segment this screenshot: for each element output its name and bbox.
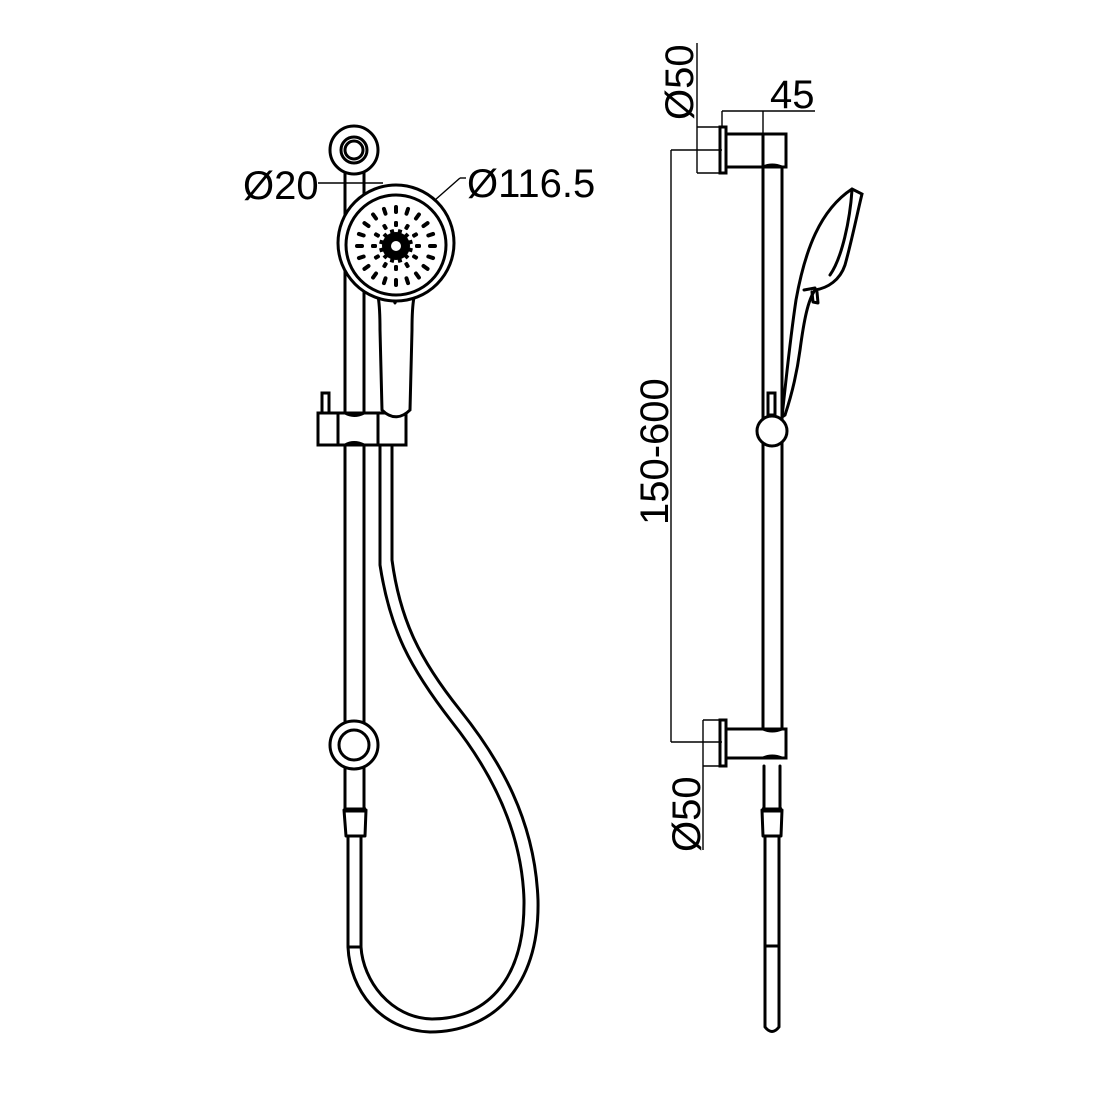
label-head-diameter: Ø116.5 bbox=[467, 162, 595, 206]
hose-connector bbox=[342, 766, 368, 838]
label-projection: 45 bbox=[770, 73, 815, 117]
dimension-top-bracket-diameter: Ø50 bbox=[658, 43, 722, 174]
label-bracket-spacing: 150-600 bbox=[633, 378, 677, 525]
bottom-wall-bracket bbox=[328, 719, 380, 771]
dimension-rail-diameter: Ø20 bbox=[243, 164, 383, 208]
slider bbox=[316, 391, 408, 447]
side-bottom-bracket bbox=[718, 718, 788, 768]
dimension-bracket-spacing: 150-600 bbox=[633, 149, 722, 743]
front-view: Ø20 Ø116.5 bbox=[243, 124, 595, 1034]
top-wall-bracket bbox=[328, 124, 380, 176]
side-hand-shower bbox=[780, 187, 864, 421]
spray-nozzles bbox=[355, 205, 437, 287]
shower-hose bbox=[346, 443, 540, 1034]
side-view: Ø50 45 150-600 Ø50 bbox=[633, 43, 864, 1033]
hand-shower-head bbox=[336, 183, 456, 303]
label-rail-diameter: Ø20 bbox=[243, 164, 319, 208]
dimension-bottom-bracket-diameter: Ø50 bbox=[665, 719, 722, 852]
side-rail bbox=[760, 166, 784, 1033]
side-top-bracket bbox=[718, 125, 788, 175]
side-slider-knob bbox=[755, 391, 789, 448]
dimension-projection: 45 bbox=[721, 73, 815, 134]
label-top-bracket-diameter: Ø50 bbox=[658, 44, 702, 120]
label-bottom-bracket-diameter: Ø50 bbox=[665, 776, 709, 852]
dimension-head-diameter: Ø116.5 bbox=[434, 162, 595, 206]
